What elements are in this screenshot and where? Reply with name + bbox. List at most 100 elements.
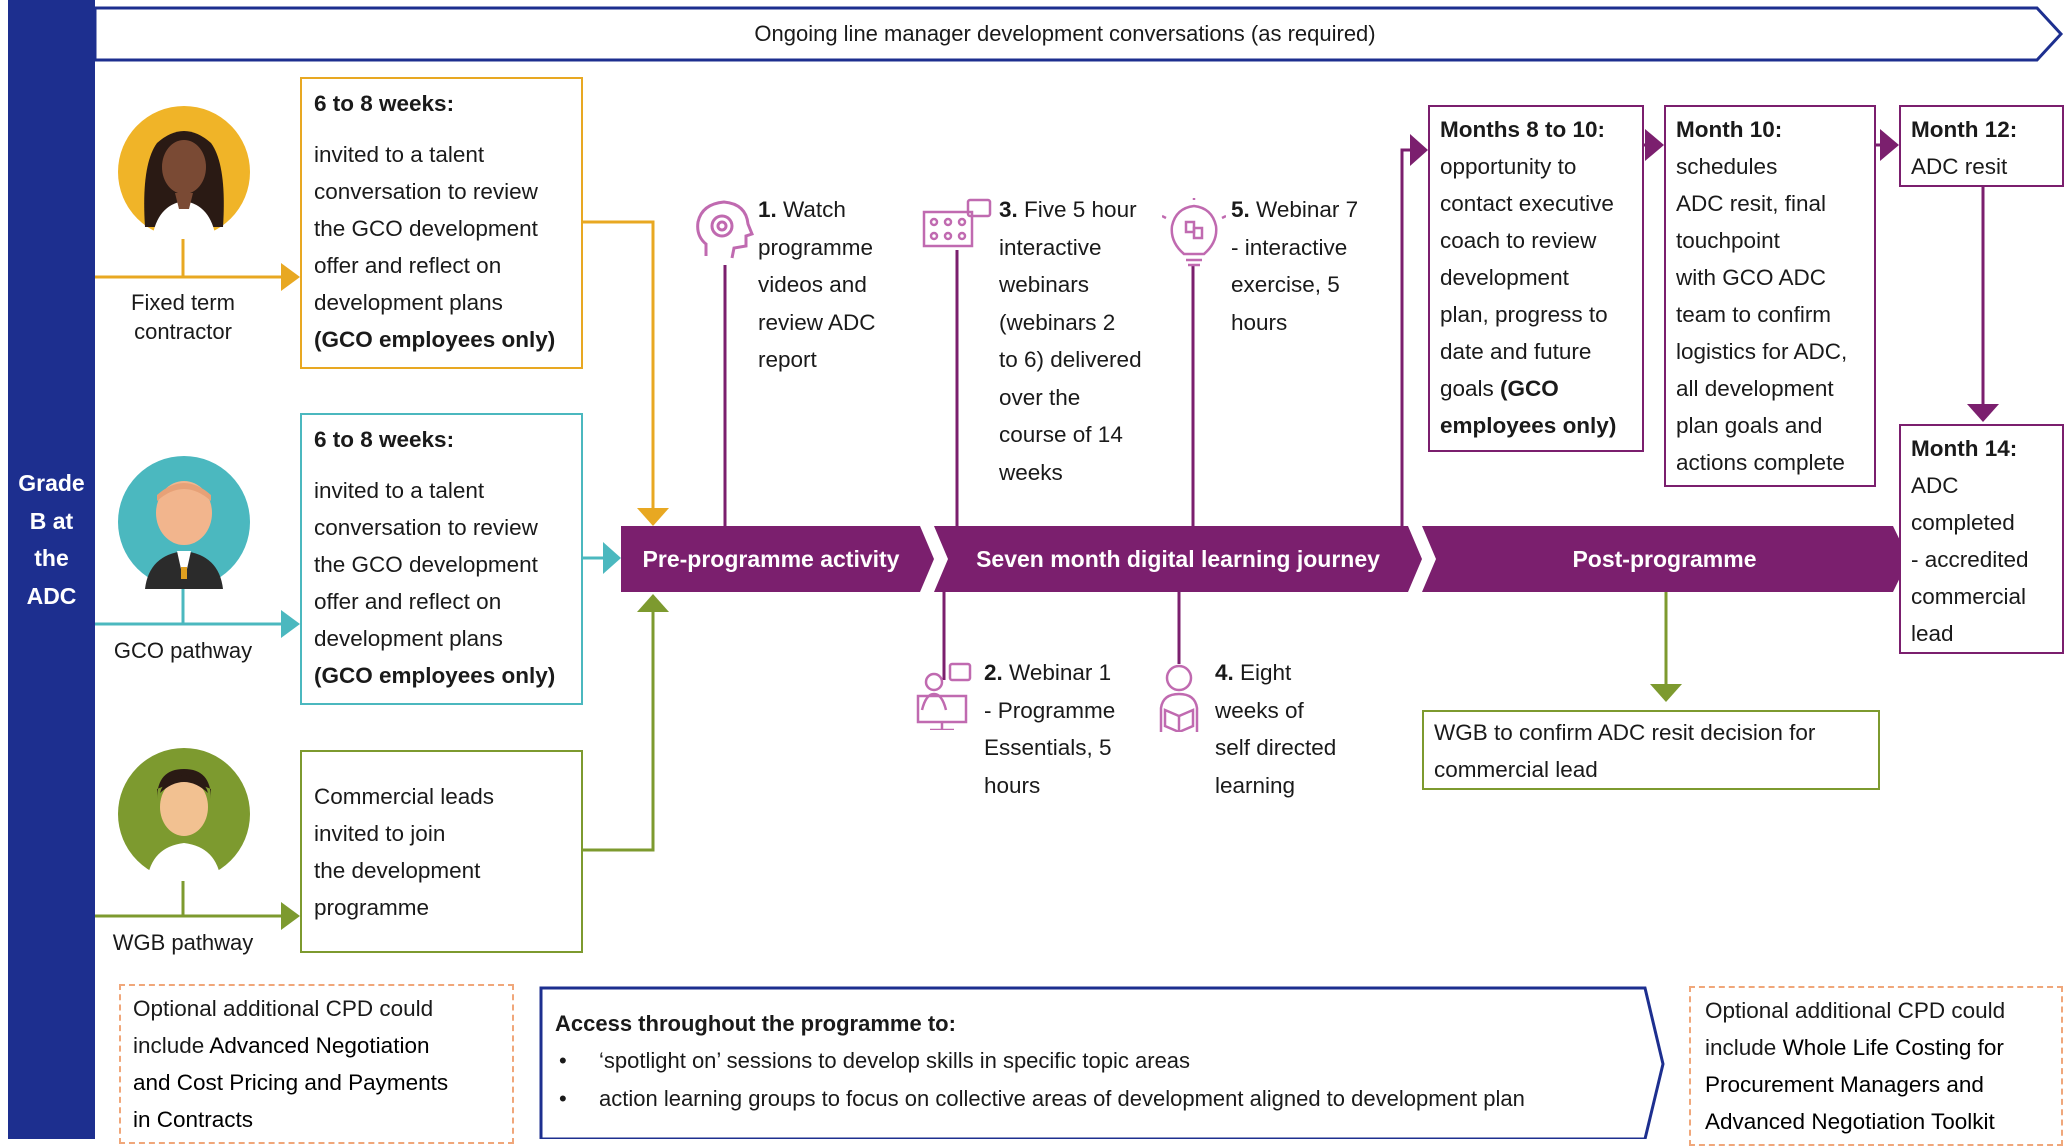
- step-4-text: 4. Eight weeks of self directed learning: [1215, 654, 1375, 804]
- box-line: offer and reflect on: [314, 253, 502, 278]
- stage-post-programme: Post-programme: [1436, 526, 1893, 592]
- step-line: Essentials, 5: [984, 735, 1112, 760]
- avatar-gco: [118, 456, 250, 589]
- box-line: conversation to review: [314, 179, 538, 204]
- box-line: opportunity to: [1440, 154, 1577, 179]
- stage-label: Seven month digital learning journey: [976, 545, 1380, 572]
- grade-label: Grade B at the ADC: [8, 465, 95, 615]
- cpd-right-box: Optional additional CPD could include Wh…: [1689, 986, 2063, 1146]
- box-line: conversation to review: [314, 515, 538, 540]
- caption-line: GCO pathway: [113, 638, 253, 663]
- step-number: 5.: [1231, 197, 1250, 222]
- cpd-course: Advanced Negotiation Toolkit: [1705, 1109, 1995, 1134]
- top-banner: Ongoing line manager development convers…: [95, 8, 2035, 60]
- access-item: action learning groups to focus on colle…: [555, 1080, 1645, 1118]
- step-line: programme: [758, 234, 874, 260]
- box-line: ADC resit, final: [1676, 191, 1827, 216]
- step-3-text: 3. Five 5 hour interactive webinars (web…: [999, 191, 1179, 491]
- box-line: commercial: [1911, 584, 2027, 609]
- step-number: 1.: [758, 197, 777, 222]
- caption-gco-pathway: GCO pathway: [95, 636, 271, 665]
- box-line: with GCO ADC: [1676, 265, 1827, 290]
- stage-label: Post-programme: [1572, 545, 1757, 572]
- reader-icon: [1159, 664, 1199, 732]
- cpd-course: in Contracts: [133, 1107, 254, 1132]
- step-line: report: [758, 347, 817, 372]
- step-line: weeks: [999, 459, 1063, 485]
- grade-label-line: Grade: [18, 470, 85, 496]
- box-line: lead: [1911, 621, 1954, 646]
- access-item: ‘spotlight on’ sessions to develop skill…: [555, 1042, 1645, 1080]
- lightbulb-puzzle-icon: [1162, 198, 1226, 267]
- step-number: 2.: [984, 660, 1003, 685]
- top-banner-arrow: [93, 6, 2064, 62]
- stage-digital-journey: Seven month digital learning journey: [948, 526, 1408, 592]
- box-line: touchpoint: [1676, 228, 1780, 253]
- box-bold-text: (GCO: [1500, 376, 1559, 401]
- headset-icon: [696, 200, 754, 259]
- box-line: completed: [1911, 510, 2015, 535]
- step-5-text: 5. Webinar 7 - interactive exercise, 5 h…: [1231, 191, 1381, 341]
- box-line: invited to a talent: [314, 478, 485, 503]
- webinar-group-icon: [922, 198, 992, 248]
- stage-pre-programme: Pre-programme activity: [621, 526, 921, 592]
- month-14-box: Month 14: ADC completed - accredited com…: [1899, 424, 2064, 654]
- wgb-resit-box: WGB to confirm ADC resit decision for co…: [1422, 710, 1880, 790]
- step-line: interactive: [999, 234, 1102, 260]
- grade-label-line: the: [34, 545, 69, 571]
- box-line: contact executive: [1440, 191, 1614, 216]
- chevron-shape-2: [934, 526, 1422, 592]
- box-line: programme: [314, 895, 430, 920]
- box-line: ADC: [1911, 473, 1959, 498]
- caption-line: contractor: [134, 319, 232, 344]
- stage-label: Pre-programme activity: [642, 545, 900, 572]
- box-line: WGB to confirm ADC resit decision for: [1434, 720, 1816, 745]
- step-line: to 6) delivered: [999, 347, 1142, 372]
- caption-wgb-pathway: WGB pathway: [95, 928, 271, 957]
- avatar-fixed-term: [118, 106, 250, 239]
- access-list: ‘spotlight on’ sessions to develop skill…: [555, 1042, 1645, 1118]
- grade-bar: [8, 0, 95, 1139]
- box-line: actions complete: [1676, 450, 1845, 475]
- step-line: course of 14: [999, 422, 1123, 447]
- box-line: development plans: [314, 626, 503, 651]
- chevron-shape-1: [621, 526, 934, 592]
- pathway-box-fixed-term: 6 to 8 weeks: invited to a talent conver…: [300, 77, 583, 369]
- step-line: webinars: [999, 272, 1090, 297]
- grade-label-line: ADC: [26, 582, 77, 609]
- access-box: Access throughout the programme to: ‘spo…: [555, 1006, 1645, 1118]
- box-line: development plans: [314, 290, 503, 315]
- box-heading: Month 12:: [1911, 117, 2018, 142]
- caption-line: Fixed term: [131, 290, 235, 315]
- step-line: learning: [1215, 772, 1296, 798]
- step-number: 3.: [999, 197, 1018, 222]
- box-heading: 6 to 8 weeks:: [314, 427, 455, 452]
- box-line: the GCO development: [314, 216, 538, 241]
- cpd-course: Whole Life Costing for: [1782, 1035, 2004, 1060]
- cpd-prefix: include: [133, 1033, 210, 1058]
- step-line: Eight: [1233, 660, 1292, 685]
- step-line: hours: [1231, 309, 1288, 335]
- caption-line: WGB pathway: [112, 930, 254, 955]
- box-line: coach to review: [1440, 228, 1597, 253]
- box-heading: 6 to 8 weeks:: [314, 91, 455, 116]
- step-line: Watch: [776, 197, 846, 222]
- box-line: date and future: [1440, 339, 1592, 364]
- cpd-left-box: Optional additional CPD could include Ad…: [119, 984, 514, 1144]
- month-8-10-box: Months 8 to 10: opportunity to contact e…: [1428, 105, 1644, 452]
- box-heading: Month 14:: [1911, 436, 2018, 461]
- cpd-course: Procurement Managers and: [1705, 1072, 1984, 1097]
- box-line: - accredited: [1911, 547, 2029, 572]
- grade-label-line: B at: [29, 507, 74, 534]
- step-line: - interactive: [1231, 234, 1348, 260]
- step-1-text: 1. Watch programme videos and review ADC…: [758, 191, 898, 379]
- step-line: (webinars 2: [999, 309, 1116, 335]
- cpd-course: Advanced Negotiation: [209, 1033, 430, 1058]
- cpd-line: Optional additional CPD could: [1705, 998, 2006, 1023]
- box-line: invited to join: [314, 821, 446, 846]
- pathway-box-wgb: Commercial leads invited to join the dev…: [300, 750, 583, 953]
- month-12-box: Month 12: ADC resit: [1899, 105, 2064, 187]
- box-heading: Month 10:: [1676, 117, 1783, 142]
- step-2-text: 2. Webinar 1 - Programme Essentials, 5 h…: [984, 654, 1144, 804]
- step-line: Webinar 1: [1002, 660, 1112, 685]
